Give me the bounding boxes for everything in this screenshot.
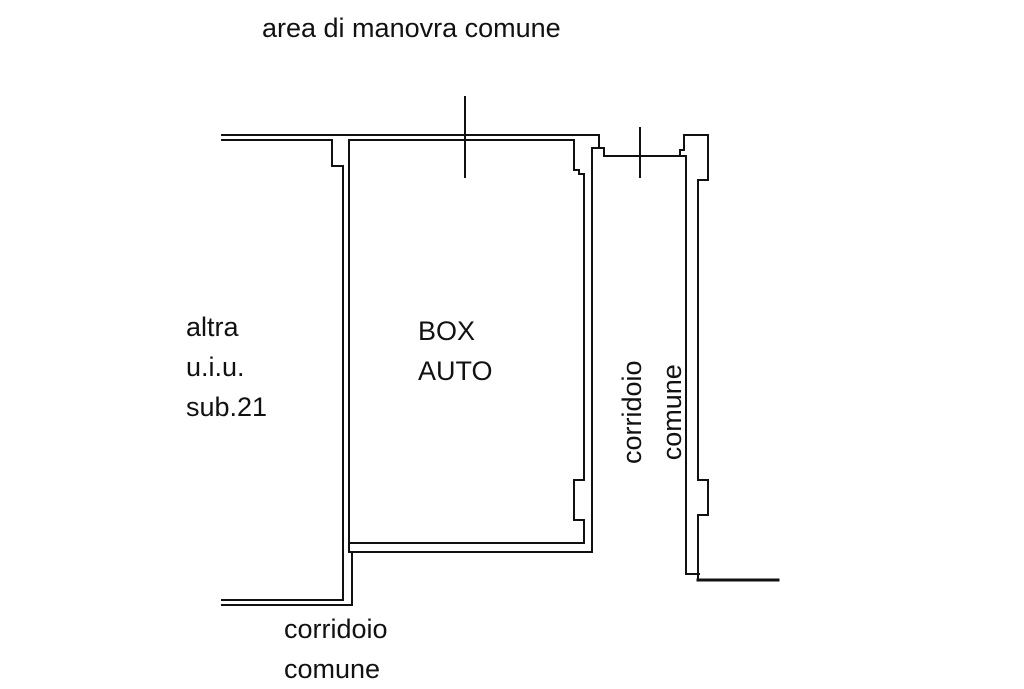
label-altra: altra xyxy=(186,312,239,342)
box-right-wall xyxy=(573,134,610,553)
label-sub21: sub.21 xyxy=(186,392,268,422)
label-corridoio-inferiore-line1: corridoio xyxy=(284,614,388,644)
label-corridoio-destro-line2: comune xyxy=(657,364,687,461)
top-wall xyxy=(221,134,589,141)
label-corridoio-destro: corridoio comune xyxy=(612,360,692,464)
corridor-right-wall xyxy=(675,134,780,582)
label-uiu: u.i.u. xyxy=(186,352,245,382)
label-altra-uiu: altra u.i.u. sub.21 xyxy=(186,307,267,427)
label-corridoio-inferiore: corridoio comune xyxy=(284,609,388,689)
label-box-auto: BOX AUTO xyxy=(418,311,493,391)
label-area-manovra: area di manovra comune xyxy=(262,13,561,43)
label-auto: AUTO xyxy=(418,356,493,386)
label-corridoio-inferiore-line2: comune xyxy=(284,654,381,684)
label-box: BOX xyxy=(418,316,476,346)
box-bottom-wall xyxy=(348,542,593,553)
label-corridoio-destro-line1: corridoio xyxy=(617,360,647,464)
